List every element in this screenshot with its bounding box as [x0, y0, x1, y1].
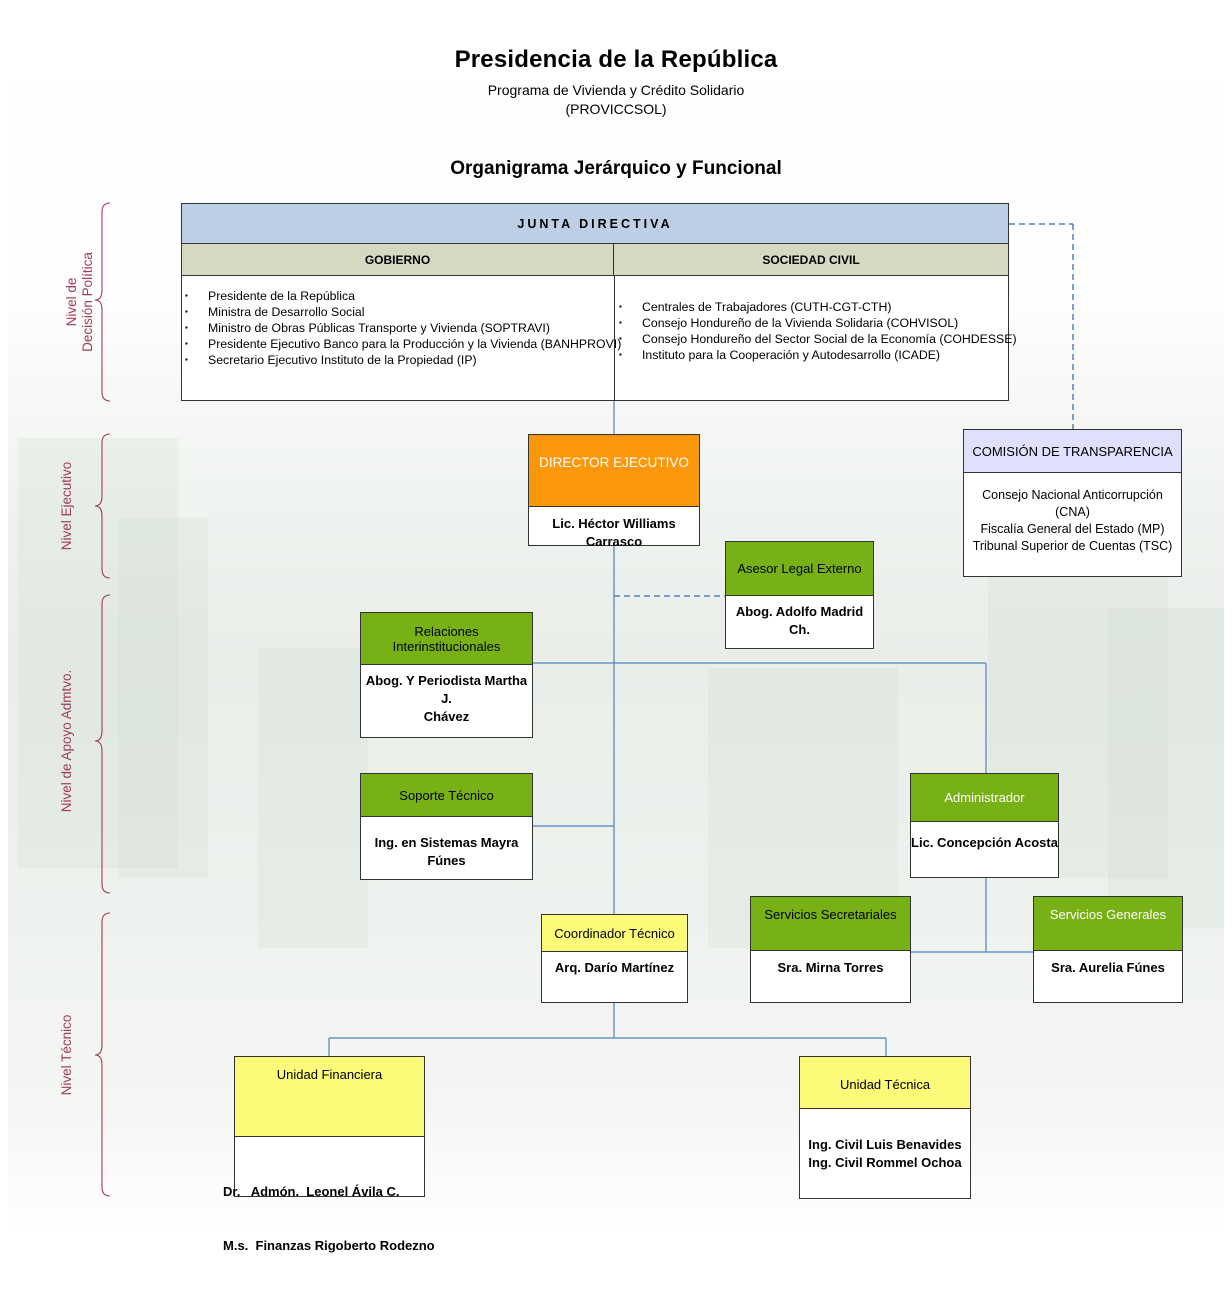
gobierno-item: Ministro de Obras Públicas Transporte y … [182, 320, 621, 336]
unidad-tecnica-names: Ing. Civil Luis Benavides Ing. Civil Rom… [808, 1137, 962, 1170]
servicios-generales-name: Sra. Aurelia Fúnes [1051, 960, 1165, 975]
background-building [258, 648, 368, 948]
gobierno-item: Presidente Ejecutivo Banco para la Produ… [182, 336, 621, 352]
gobierno-item: Ministra de Desarrollo Social [182, 304, 621, 320]
servicios-secretariales-name: Sra. Mirna Torres [777, 960, 884, 975]
relaciones-name: Abog. Y Periodista Martha J. Chávez [365, 673, 528, 724]
servicios-generales-box: Servicios Generales Sra. Aurelia Fúnes [1033, 896, 1183, 1003]
sociedad-civil-header: SOCIEDAD CIVIL [614, 244, 1008, 276]
administrador-title: Administrador [911, 774, 1058, 822]
level-label-ejecutivo: Nivel Ejecutivo [59, 461, 74, 551]
level-label-apoyo: Nivel de Apoyo Admtvo. [59, 669, 74, 813]
connector-lines [94, 202, 1074, 1197]
comision-member: Tribunal Superior de Cuentas (TSC) [972, 539, 1173, 553]
brace-decision [94, 202, 111, 402]
coordinador-tecnico-box: Coordinador Técnico Arq. Darío Martínez [541, 914, 688, 1003]
unidad-tecnica-box: Unidad Técnica Ing. Civil Luis Benavides… [799, 1056, 971, 1199]
administrador-box: Administrador Lic. Concepción Acosta [910, 773, 1059, 878]
background-building [18, 438, 178, 868]
relaciones-box: Relaciones Interinstitucionales Abog. Y … [360, 612, 533, 738]
gobierno-header: GOBIERNO [182, 244, 614, 276]
servicios-secretariales-box: Servicios Secretariales Sra. Mirna Torre… [750, 896, 911, 1003]
chart-title: Organigrama Jerárquico y Funcional [450, 158, 782, 179]
brace-apoyo [94, 594, 111, 894]
unidad-tecnica-title: Unidad Técnica [800, 1057, 970, 1109]
coordinador-tecnico-name: Arq. Darío Martínez [554, 960, 675, 975]
coordinador-tecnico-title: Coordinador Técnico [542, 915, 687, 952]
relaciones-title: Relaciones Interinstitucionales [361, 613, 532, 665]
servicios-generales-title: Servicios Generales [1034, 897, 1182, 951]
sociedad-civil-item: Consejo Hondureño de la Vivienda Solidar… [616, 315, 1017, 331]
servicios-secretariales-title: Servicios Secretariales [751, 897, 910, 951]
unidad-financiera-title: Unidad Financiera [235, 1057, 424, 1137]
background-building [118, 518, 208, 878]
sociedad-civil-item: Centrales de Trabajadores (CUTH-CGT-CTH) [616, 299, 1017, 315]
comision-transparencia-title: COMISIÓN DE TRANSPARENCIA [964, 430, 1181, 473]
junta-directiva-box: JUNTA DIRECTIVA GOBIERNO SOCIEDAD CIVIL … [181, 203, 1017, 401]
unidad-financiera-names: Dr. Admón. Leonel Ávila C. M.s. Finanzas… [223, 1184, 435, 1253]
director-ejecutivo-name: Lic. Héctor Williams Carrasco [552, 516, 676, 549]
brace-tecnico [94, 912, 111, 1197]
comision-member: Consejo Nacional Anticorrupción (CNA) [982, 488, 1163, 519]
unidad-financiera-box: Unidad Financiera Dr. Admón. Leonel Ávil… [223, 1056, 435, 1253]
junta-directiva-title: JUNTA DIRECTIVA [182, 204, 1008, 244]
subtitle-program: Programa de Vivienda y Crédito Solidario [487, 82, 745, 98]
director-ejecutivo-box: DIRECTOR EJECUTIVO Lic. Héctor Williams … [528, 434, 700, 549]
asesor-legal-title: Asesor Legal Externo [726, 542, 873, 596]
gobierno-item: Presidente de la República [182, 288, 621, 304]
soporte-tecnico-box: Soporte Técnico Ing. en Sistemas Mayra F… [360, 773, 533, 880]
soporte-tecnico-name: Ing. en Sistemas Mayra Fúnes [374, 835, 519, 868]
page-title: Presidencia de la República [454, 46, 778, 73]
level-label-tecnico: Nivel Técnico [59, 1014, 74, 1096]
sociedad-civil-item: Instituto para la Cooperación y Autodesa… [616, 347, 1017, 363]
gobierno-item: Secretario Ejecutivo Instituto de la Pro… [182, 352, 621, 368]
comision-transparencia-members: Consejo Nacional Anticorrupción (CNA) Fi… [964, 487, 1181, 555]
asesor-legal-box: Asesor Legal Externo Abog. Adolfo Madrid… [725, 541, 874, 649]
level-label-decision: Nivel de Decisión Política [64, 252, 95, 352]
comision-member: Fiscalía General del Estado (MP) [980, 522, 1165, 536]
director-ejecutivo-title: DIRECTOR EJECUTIVO [529, 435, 699, 507]
soporte-tecnico-title: Soporte Técnico [361, 774, 532, 817]
administrador-name: Lic. Concepción Acosta [911, 835, 1058, 850]
gobierno-list: Presidente de la República Ministra de D… [182, 288, 621, 368]
sociedad-civil-item: Consejo Hondureño del Sector Social de l… [616, 331, 1017, 347]
sociedad-civil-list: Centrales de Trabajadores (CUTH-CGT-CTH)… [616, 299, 1017, 363]
subtitle-acronym: (PROVICCSOL) [565, 101, 667, 117]
comision-transparencia-box: COMISIÓN DE TRANSPARENCIA Consejo Nacion… [963, 429, 1182, 577]
background-building [1108, 608, 1224, 928]
asesor-legal-name: Abog. Adolfo Madrid Ch. [735, 604, 864, 637]
brace-ejecutivo [94, 433, 111, 579]
